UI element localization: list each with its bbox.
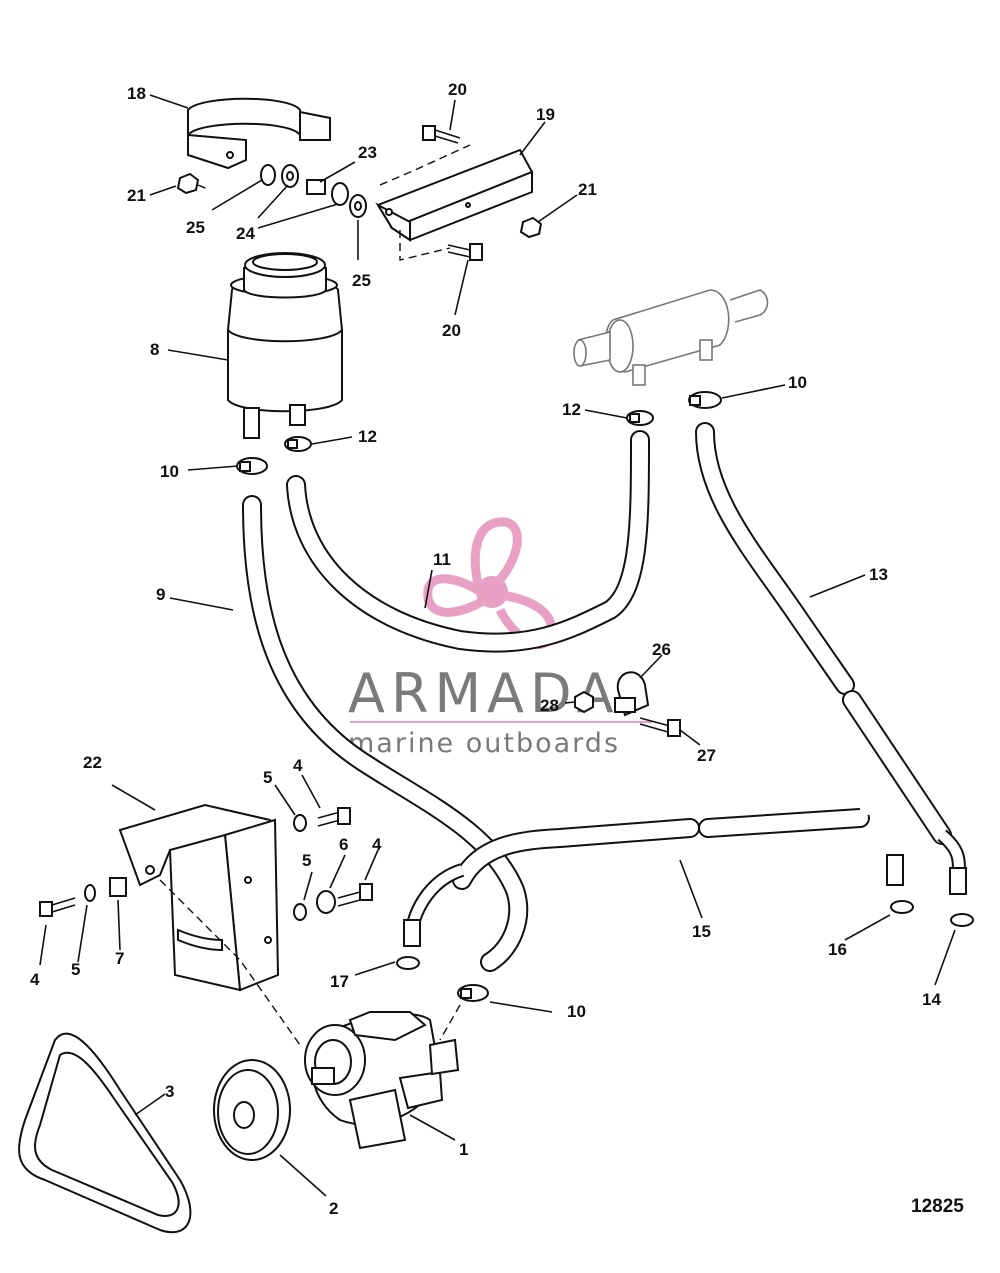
callout-10-reservoir: 10 xyxy=(160,462,179,481)
pump-bracket xyxy=(118,803,280,992)
callout-20-top: 20 xyxy=(448,80,467,99)
callout-16: 16 xyxy=(828,940,847,959)
bolt-4-lower xyxy=(337,883,373,907)
fitting-right-14 xyxy=(937,829,967,895)
assembly-line xyxy=(197,184,211,191)
bolt-bottom xyxy=(447,243,483,261)
assembly-line xyxy=(159,879,301,1046)
callout-11: 11 xyxy=(433,550,451,569)
assembly-line xyxy=(379,144,471,186)
drive-belt xyxy=(18,1032,192,1233)
washer-stack-right xyxy=(331,182,367,218)
callout-1: 1 xyxy=(459,1140,468,1159)
hose-clamp-10-pump xyxy=(457,984,489,1002)
hose-clamp-12-reservoir xyxy=(284,436,312,452)
watermark-brand: ARMADA xyxy=(348,662,620,725)
callout-6: 6 xyxy=(339,835,348,854)
assembly-line xyxy=(439,1004,461,1041)
fitting-pump-17 xyxy=(403,863,465,947)
o-ring-16 xyxy=(890,900,914,914)
callout-4-upper: 4 xyxy=(293,756,303,775)
pump-pulley xyxy=(213,1059,291,1161)
callout-5-upper: 5 xyxy=(263,768,272,787)
callout-26: 26 xyxy=(652,640,671,659)
callout-13: 13 xyxy=(869,565,888,584)
nut-right xyxy=(519,216,543,239)
reservoir-strap-bracket xyxy=(187,97,331,170)
callout-5-left: 5 xyxy=(71,960,80,979)
watermark-propeller-logo xyxy=(423,517,556,649)
spacer-7 xyxy=(109,877,127,897)
callout-4-lower: 4 xyxy=(372,835,382,854)
washer-stack-left xyxy=(260,164,299,188)
callout-5-lower: 5 xyxy=(302,851,311,870)
bolt-27 xyxy=(639,717,681,737)
washer-5-lower xyxy=(293,903,307,921)
callout-18: 18 xyxy=(127,84,146,103)
o-ring-14 xyxy=(950,913,974,927)
mounting-bracket-19 xyxy=(375,148,534,242)
callout-12-reservoir: 12 xyxy=(358,427,377,446)
hose-clamp-12-top-right xyxy=(626,410,654,426)
callout-22: 22 xyxy=(83,753,102,772)
callout-4-left: 4 xyxy=(30,970,40,989)
callout-17: 17 xyxy=(330,972,349,991)
fluid-cooler xyxy=(573,289,769,386)
callout-20-bottom: 20 xyxy=(442,321,461,340)
callout-14: 14 xyxy=(922,990,941,1009)
hose-13-upper xyxy=(695,422,855,695)
o-ring-17 xyxy=(396,956,420,970)
watermark-tagline: marine outboards xyxy=(348,728,620,759)
callout-25-right: 25 xyxy=(352,271,371,290)
hose-11 xyxy=(286,430,650,653)
washer-5-upper xyxy=(293,814,307,832)
spacer xyxy=(306,179,326,195)
callout-28: 28 xyxy=(540,696,559,715)
callout-23: 23 xyxy=(358,143,377,162)
nut-28 xyxy=(574,690,594,714)
callout-10-pump: 10 xyxy=(567,1002,586,1021)
tube-15-right xyxy=(698,808,870,838)
hose-clamp-10-top-right xyxy=(688,391,722,409)
assembly-line xyxy=(399,230,451,261)
hose-clip-26 xyxy=(614,671,650,717)
washer-6 xyxy=(316,890,336,914)
tube-15-left xyxy=(452,818,700,890)
callout-25-left: 25 xyxy=(186,218,205,237)
callout-27: 27 xyxy=(697,746,716,765)
callout-3: 3 xyxy=(165,1082,174,1101)
fluid-reservoir xyxy=(226,252,344,439)
leader-lines xyxy=(39,94,956,1197)
bolt-4-upper xyxy=(317,807,351,827)
hose-clamp-10-reservoir xyxy=(236,457,268,475)
figure-number: 12825 xyxy=(911,1196,964,1217)
bolt-top xyxy=(422,125,461,144)
callout-8: 8 xyxy=(150,340,159,359)
callout-24: 24 xyxy=(236,224,255,243)
callout-21-left: 21 xyxy=(127,186,146,205)
fitting-right-16 xyxy=(859,804,904,886)
callout-19: 19 xyxy=(536,105,555,124)
hose-13-lower xyxy=(842,690,952,845)
nut-left xyxy=(176,172,200,195)
callout-10-cooler: 10 xyxy=(788,373,807,392)
callout-15: 15 xyxy=(692,922,711,941)
hose-9 xyxy=(242,495,529,972)
callout-2: 2 xyxy=(329,1199,338,1218)
bolt-4-left xyxy=(39,897,76,917)
callout-9: 9 xyxy=(156,585,165,604)
callout-21-right: 21 xyxy=(578,180,597,199)
power-steering-pump xyxy=(304,1011,460,1150)
washer-5-left xyxy=(84,884,96,902)
callout-12-cooler: 12 xyxy=(562,400,581,419)
callout-7: 7 xyxy=(115,949,124,968)
